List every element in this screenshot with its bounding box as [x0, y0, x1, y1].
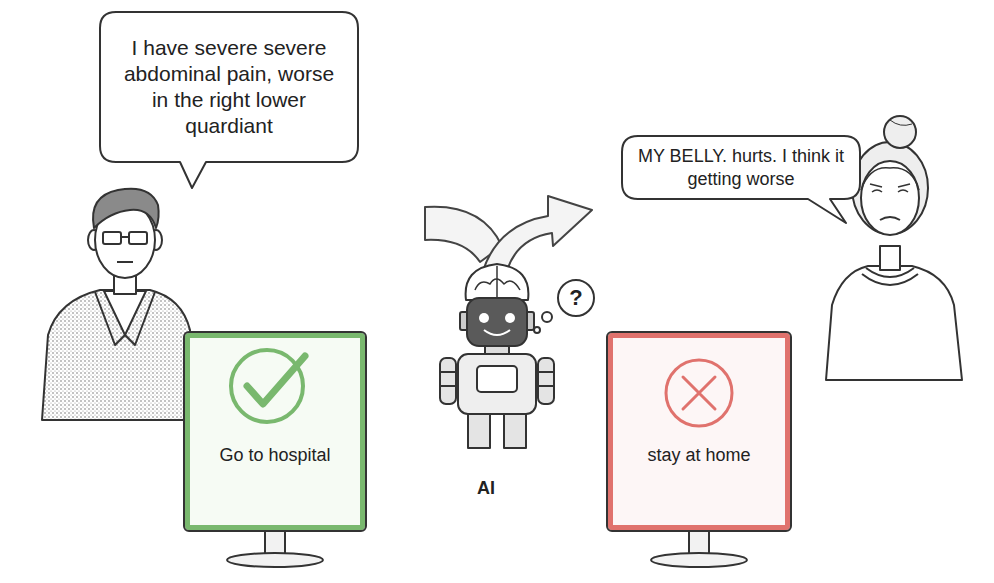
robot [440, 264, 554, 448]
screen-message: Go to hospital [190, 444, 360, 467]
ai-label: AI [466, 478, 506, 499]
bubble-path [622, 136, 860, 223]
monitor-stand [651, 530, 747, 567]
check-icon [190, 338, 360, 438]
cross-icon [613, 338, 785, 438]
thought-bubble: ? [557, 279, 595, 317]
monitor-screen: stay at home [608, 333, 790, 530]
question-mark: ? [569, 284, 582, 312]
bubble-outline [100, 12, 358, 162]
speech-text: MY BELLY. hurts. I think it getting wors… [631, 145, 851, 190]
bubble-outline [622, 136, 860, 199]
bubble-path [100, 12, 358, 188]
monitor-stand [227, 530, 323, 567]
man-figure [42, 189, 192, 420]
speech-bubble: I have severe severe abdominal pain, wor… [100, 12, 358, 162]
screen-message: stay at home [613, 444, 785, 467]
speech-text: I have severe severe abdominal pain, wor… [114, 35, 344, 140]
speech-bubble: MY BELLY. hurts. I think it getting wors… [622, 136, 860, 199]
monitor-screen: Go to hospital [185, 333, 365, 530]
